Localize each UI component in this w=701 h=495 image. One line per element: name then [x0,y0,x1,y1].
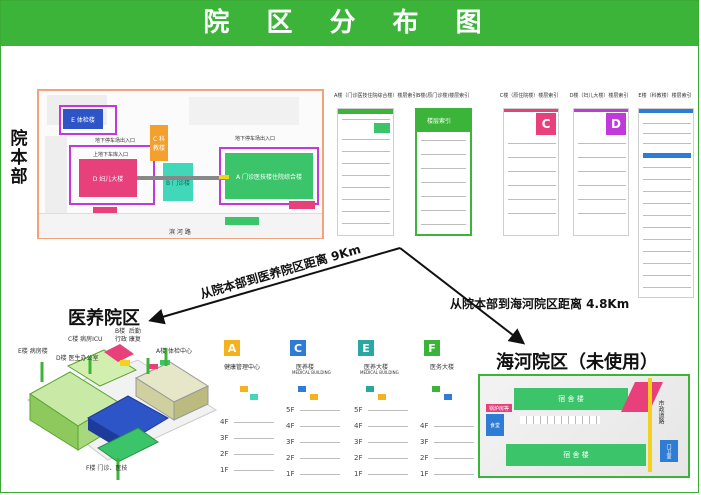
callout-c: C楼 病房ICU [68,336,103,343]
haihe-dorm-top: 宿 舍 楼 [514,388,628,410]
card-c-floor-3f: 3F [286,438,295,446]
haihe-road: 市政道路 [657,400,664,424]
card-e: E 医养大楼 MEDICAL BUILDING 5F 4F 3F 2F 1F [354,340,414,485]
card-c-floor-2f: 2F [286,454,295,462]
haihe-dorm-bottom: 宿 舍 楼 [506,444,646,466]
building-a: A 门诊医技楼住院综合楼 [225,153,313,199]
main-campus-map: 滨 河 路 E 体检楼 C 科教楼 D 妇儿大楼 B 门诊楼 A 门诊医技楼住院… [37,89,324,239]
card-e-name: 医养大楼 [364,364,389,371]
building-b: B 门诊楼 [163,163,193,201]
callout-f: F楼 门诊、医技 [86,465,128,472]
yiyang-3d-map [8,330,218,490]
card-c-floor-4f: 4F [286,422,295,430]
parking-note-1: 地下停车场出入口 [95,138,136,144]
yiyang-buildings [26,344,218,480]
card-a-floor-2f: 2F [220,450,229,458]
card-c-sub: MEDICAL BUILDING [292,370,331,375]
card-c-floor-5f: 5F [286,406,295,414]
directory-d-badge: D [606,113,626,135]
card-f-floor-3f: 3F [420,438,429,446]
arrow-to-yiyang [148,247,401,325]
card-f-floor-2f: 2F [420,454,429,462]
title-banner: 院 区 分 布 图 [1,1,698,46]
directory-e-title: E楼（科教楼）楼层索引 [638,93,692,99]
card-a-name: 健康管理中心 [224,364,261,371]
parking-note-3: 地下停车场出入口 [235,136,276,142]
callout-b: B楼 后勤 行政 康复 [115,328,141,343]
haihe-map: 锅炉房等 宿 舍 楼 食堂 宿 舍 楼 市政道路 门卫室 [478,374,690,478]
haihe-label: 海河院区（未使用） [496,352,658,373]
card-e-badge: E [358,340,374,356]
card-a-floor-1f: 1F [220,466,229,474]
card-f-name: 医务大楼 [430,364,455,371]
road-label: 滨 河 路 [169,229,191,236]
directory-b: 楼层索引 [415,108,472,236]
card-f-floor-1f: 1F [420,470,429,478]
callout-a: A楼 体检中心 [156,348,193,355]
main-campus-label: 院本部 [10,129,28,187]
callout-e: E楼 病房楼 [18,348,48,355]
distance-haihe: 从院本部到海河院区距离 4.8Km [450,297,630,311]
directory-c-badge: C [536,113,556,135]
haihe-gate: 门卫室 [660,440,678,462]
card-c-name: 医养楼 [296,364,315,371]
card-e-floor-5f: 5F [354,406,363,414]
parking-note-2: 上地下车库入口 [93,152,129,158]
page-title: 院 区 分 布 图 [203,8,496,38]
callout-d: D楼 医生办公室 [56,355,99,362]
building-d: D 妇儿大楼 [79,159,137,197]
directory-d-title: D楼（妇儿大楼）楼层索引 [569,93,629,99]
card-a-floor-3f: 3F [220,434,229,442]
card-f: F 医务大楼 4F 3F 2F 1F [420,340,480,485]
card-f-floor-4f: 4F [420,422,429,430]
card-e-floor-4f: 4F [354,422,363,430]
card-e-sub: MEDICAL BUILDING [360,370,399,375]
arrow-to-haihe [399,247,526,345]
card-e-floor-2f: 2F [354,454,363,462]
card-e-floor-3f: 3F [354,438,363,446]
card-a: A 健康管理中心 4F 3F 2F 1F [220,340,280,485]
directory-b-title: B楼(原门诊楼)楼层索引 [416,93,470,99]
directory-c: C [503,108,559,236]
card-a-floor-4f: 4F [220,418,229,426]
directory-e [638,108,694,298]
directory-d: D [573,108,629,236]
card-e-floor-1f: 1F [354,470,363,478]
directory-a-title: A楼（门诊医技住院综合楼）楼层索引 [334,93,418,99]
card-c-badge: C [290,340,306,356]
haihe-boiler: 锅炉房等 [486,404,512,412]
yiyang-label: 医养院区 [68,308,140,329]
building-c: C 科教楼 [150,125,168,161]
haihe-canteen: 食堂 [486,414,504,436]
directory-b-header: 楼层索引 [427,118,452,125]
card-c: C 医养楼 MEDICAL BUILDING 5F 4F 3F 2F 1F [286,340,346,485]
card-a-badge: A [224,340,240,356]
building-e: E 体检楼 [63,109,103,129]
directory-a [337,108,394,236]
card-c-floor-1f: 1F [286,470,295,478]
directory-c-title: C楼（原住院楼）楼层索引 [499,93,559,99]
card-f-badge: F [424,340,440,356]
